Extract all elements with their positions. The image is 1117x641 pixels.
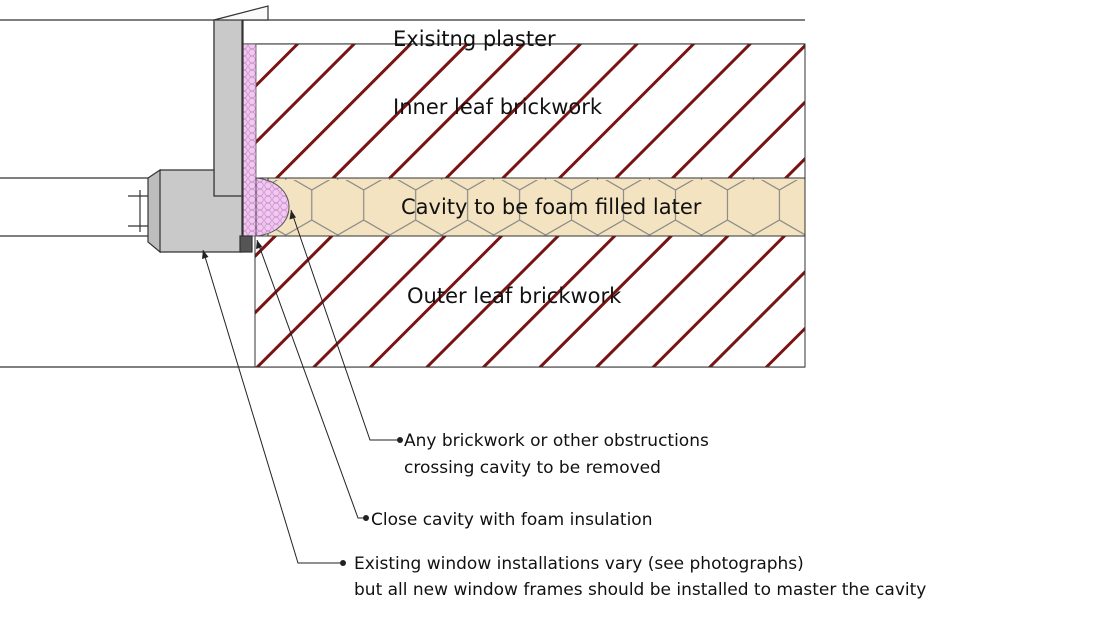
label-outer-leaf: Outer leaf brickwork [407,284,622,308]
bullet-close-cavity [363,515,369,521]
inner-leaf-brickwork [254,43,806,179]
leader-obstructions [290,209,400,441]
arrowhead-obstructions [289,210,296,220]
label-cavity: Cavity to be foam filled later [401,195,702,219]
arrowhead-window [202,250,209,259]
note-obstructions-line1: Any brickwork or other obstructions [404,431,709,451]
leader-window [202,249,343,564]
note-window-line2: but all new window frames should be inst… [354,580,926,600]
outer-leaf-brickwork [254,235,806,368]
bullet-obstructions [397,437,403,443]
bullet-window [340,560,346,566]
arrowhead-close-cavity [256,240,263,249]
note-window-line1: Existing window installations vary (see … [354,554,804,574]
window-frame [128,5,269,254]
note-obstructions-line2: crossing cavity to be removed [404,458,661,478]
label-plaster: Exisitng plaster [393,27,556,51]
note-close-cavity: Close cavity with foam insulation [371,510,652,530]
label-inner-leaf: Inner leaf brickwork [393,95,603,119]
leader-arrowheads [202,210,403,566]
